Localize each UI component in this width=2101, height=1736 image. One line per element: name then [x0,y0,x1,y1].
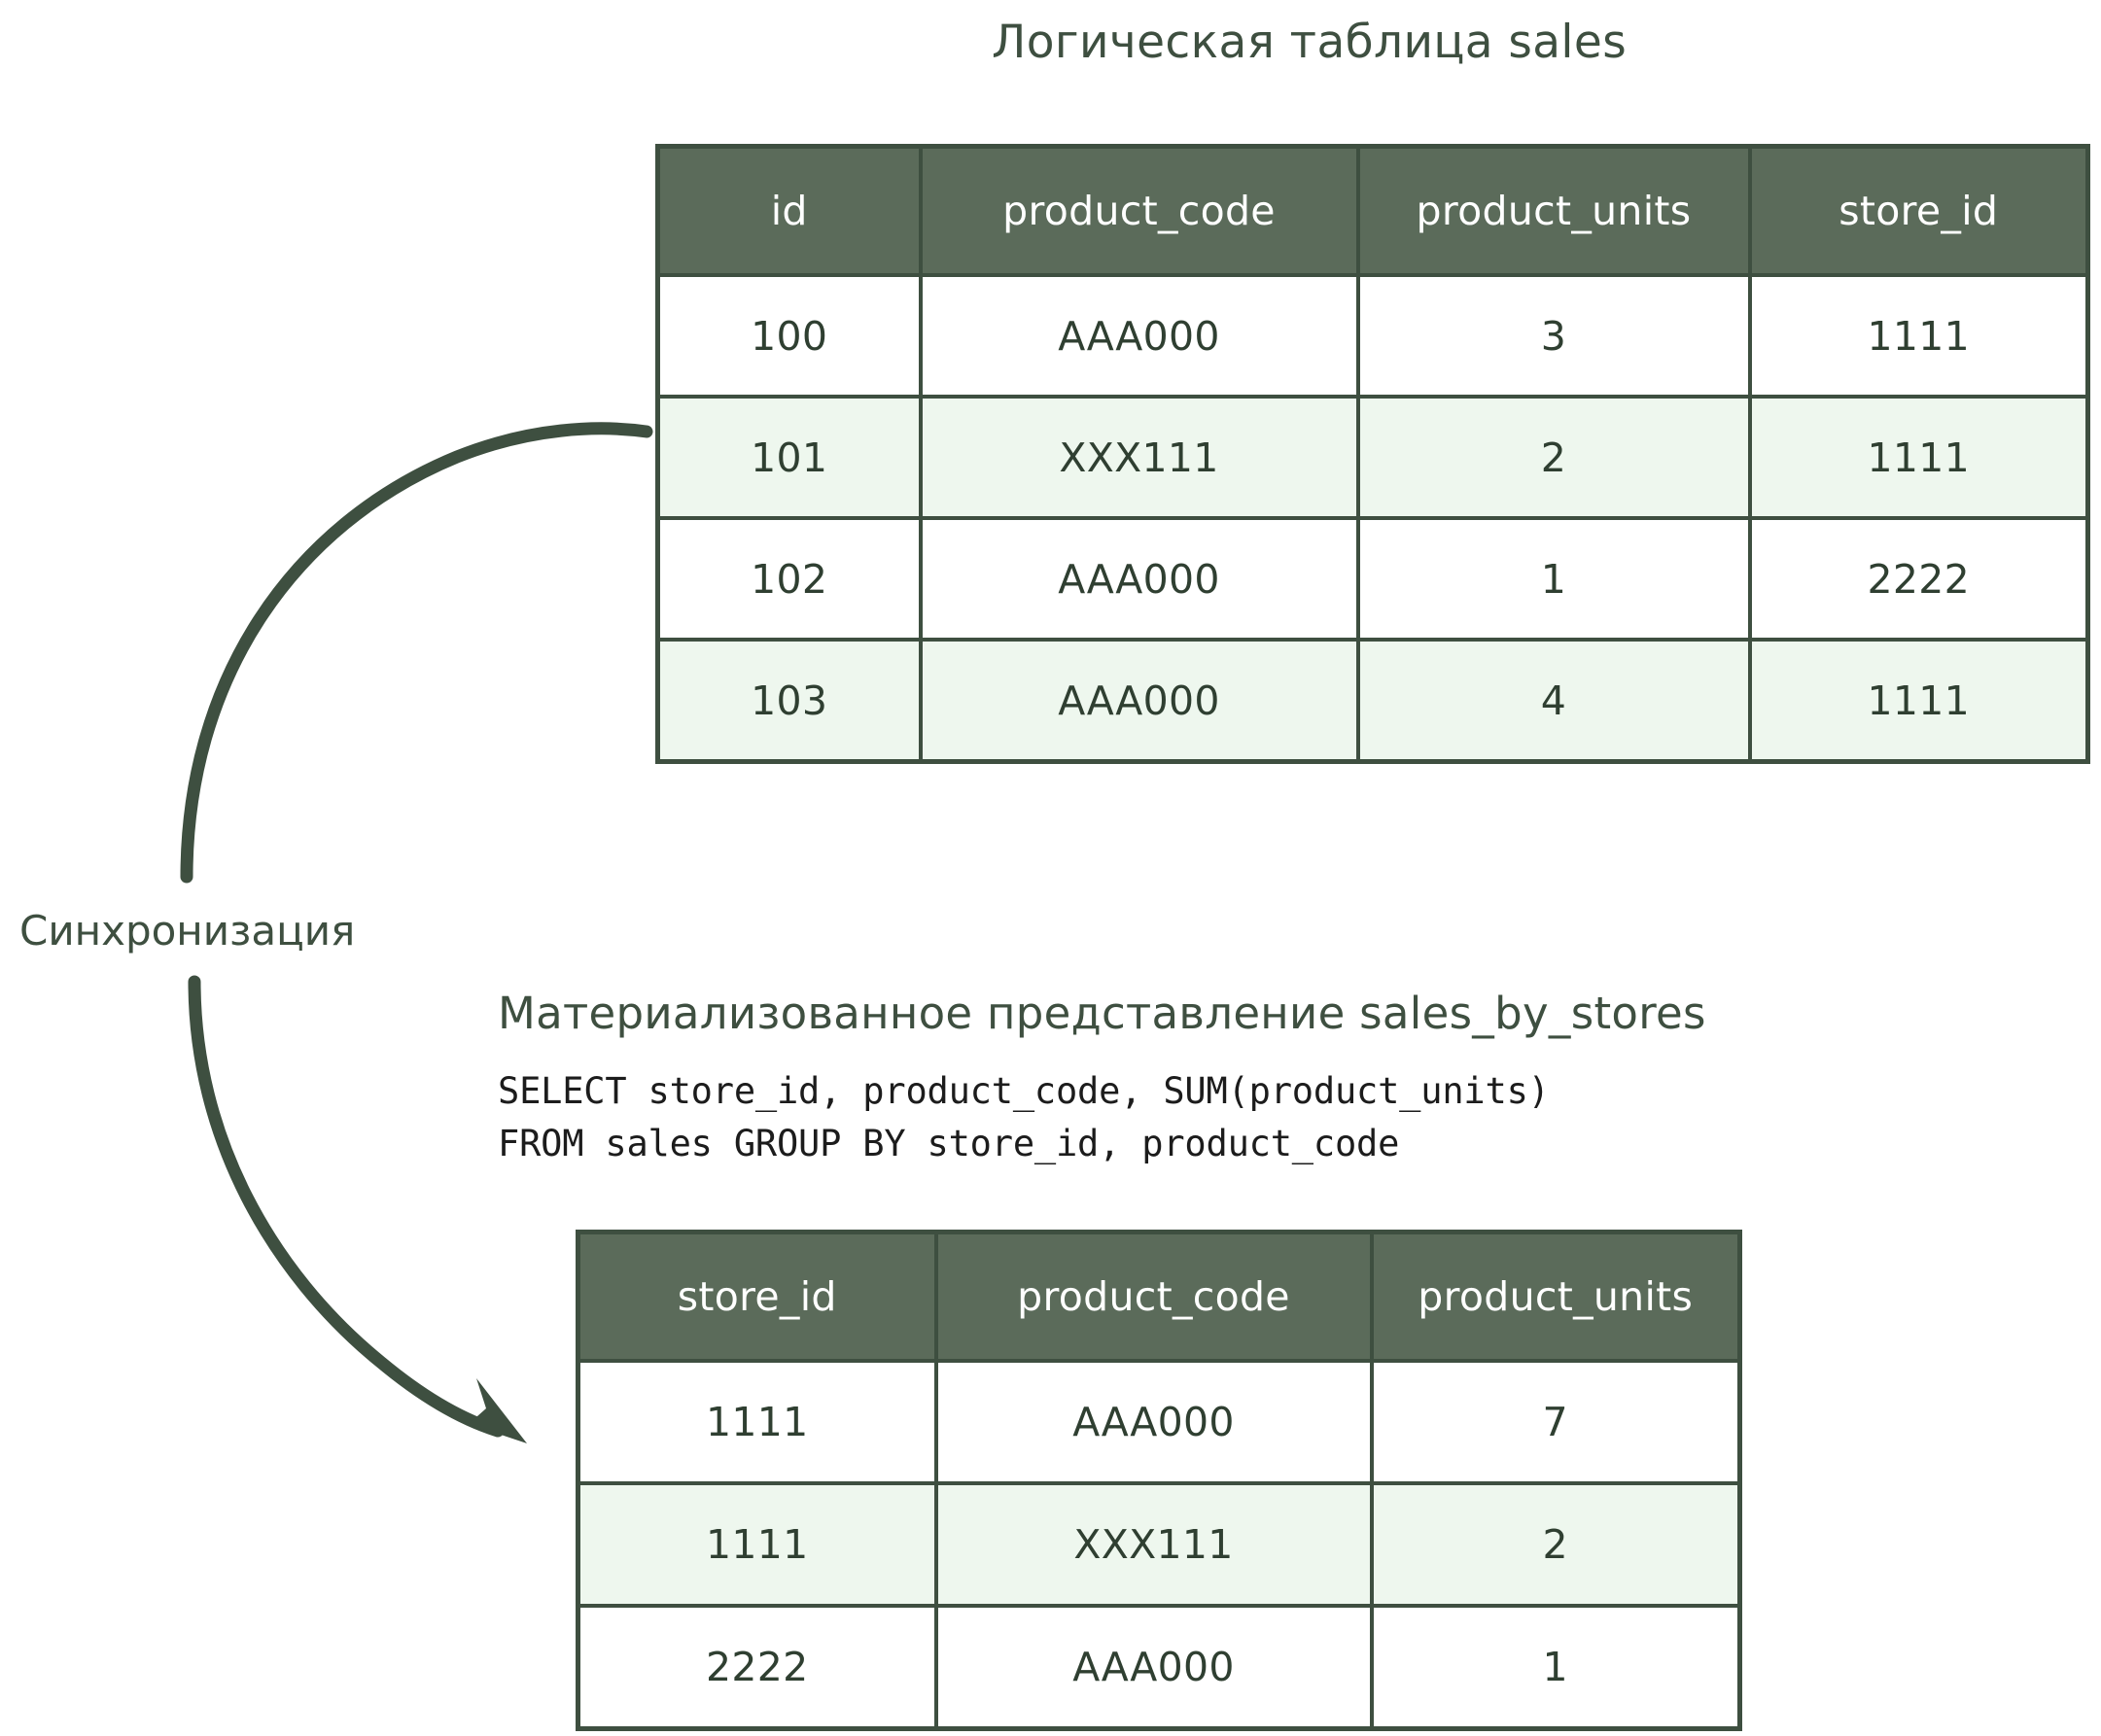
arrowhead-icon [469,1378,527,1443]
column-header-product-units: product_units [1369,1230,1742,1363]
column-header-id: id [655,144,923,277]
cell-product-units: 2 [1369,1481,1742,1608]
cell-store-id: 2222 [576,1604,938,1731]
table-row: 1111 AAA000 7 [576,1359,1742,1485]
cell-product-code: XXX111 [933,1481,1374,1608]
column-header-store-id: store_id [1747,144,2090,277]
page-title: Логическая таблица sales [992,16,1628,69]
table-row: 101 XXX111 2 1111 [655,395,2090,520]
table-row: 103 AAA000 4 1111 [655,638,2090,764]
cell-id: 103 [655,638,923,764]
materialized-view-title: Материализованное представление sales_by… [498,988,1706,1039]
cell-product-units: 1 [1355,516,1752,642]
cell-store-id: 1111 [576,1481,938,1608]
cell-product-code: AAA000 [918,273,1360,399]
sql-query-text: SELECT store_id, product_code, SUM(produ… [498,1070,1550,1164]
cell-product-code: AAA000 [918,638,1360,764]
cell-store-id: 1111 [1747,638,2090,764]
cell-product-units: 4 [1355,638,1752,764]
cell-id: 100 [655,273,923,399]
column-header-product-code: product_code [918,144,1360,277]
cell-product-units: 3 [1355,273,1752,399]
arrow-lower-arc [188,975,505,1438]
cell-store-id: 2222 [1747,516,2090,642]
cell-product-code: XXX111 [918,395,1360,520]
cell-product-code: AAA000 [933,1604,1374,1731]
column-header-product-units: product_units [1355,144,1752,277]
table-row: 100 AAA000 3 1111 [655,273,2090,399]
cell-product-units: 7 [1369,1359,1742,1485]
table-sales-by-stores: store_id product_code product_units 1111… [576,1230,1742,1731]
column-header-store-id: store_id [576,1230,938,1363]
table-header-row: store_id product_code product_units [576,1230,1742,1363]
cell-product-units: 2 [1355,395,1752,520]
arrow-upper-arc [180,422,653,884]
table-row: 2222 AAA000 1 [576,1604,1742,1731]
column-header-product-code: product_code [933,1230,1374,1363]
cell-store-id: 1111 [1747,395,2090,520]
synchronization-label: Синхронизация [19,907,356,955]
cell-store-id: 1111 [576,1359,938,1485]
table-header-row: id product_code product_units store_id [655,144,2090,277]
cell-product-code: AAA000 [918,516,1360,642]
cell-id: 101 [655,395,923,520]
table-row: 102 AAA000 1 2222 [655,516,2090,642]
cell-product-units: 1 [1369,1604,1742,1731]
cell-store-id: 1111 [1747,273,2090,399]
cell-product-code: AAA000 [933,1359,1374,1485]
table-sales: id product_code product_units store_id 1… [655,144,2090,764]
cell-id: 102 [655,516,923,642]
table-row: 1111 XXX111 2 [576,1481,1742,1608]
